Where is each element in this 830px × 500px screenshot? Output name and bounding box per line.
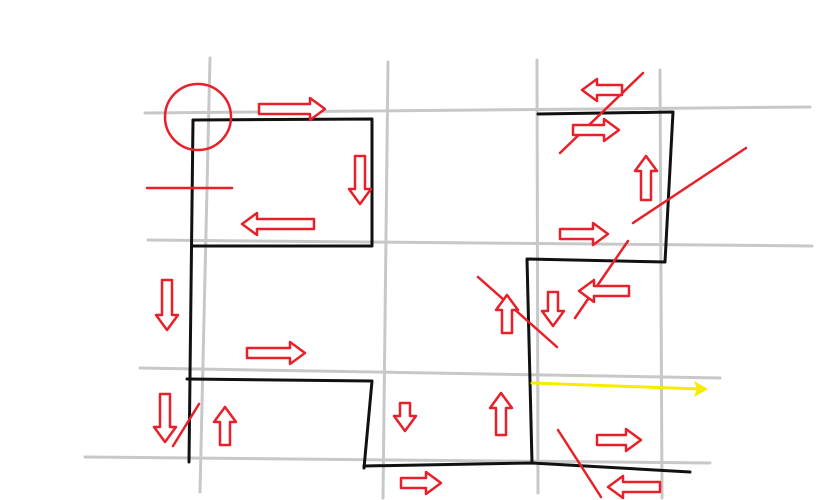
grid-line [83,455,712,465]
arrow-left [240,211,316,237]
arrow-down [540,290,566,328]
annotations [145,71,748,499]
grid-line [143,105,812,115]
arrow-down [347,154,373,206]
arrow-up [494,293,520,335]
grid-line [381,60,390,500]
arrow-right [245,340,307,366]
strike-line [558,71,645,155]
arrow-down [154,278,180,332]
maze-wall [187,118,195,464]
arrow-left [577,278,631,304]
arrow-up [212,405,238,447]
maze-wall [191,117,374,248]
strike-line [556,428,603,499]
goal-arrowhead [694,381,708,397]
arrow-left [580,77,624,103]
arrow-right [595,427,643,453]
maze-wall [525,110,675,465]
arrow-down [152,392,178,444]
grid-line [658,68,664,500]
arrow-left [606,474,662,500]
maze-wall [185,377,374,470]
arrow-right [558,221,610,247]
goal-marker [530,381,708,397]
path-arrows [152,77,662,500]
arrow-right [571,117,621,143]
strike-line [631,146,748,225]
start-circle [163,82,233,152]
maze-wall [362,461,692,474]
grid-line [146,238,814,248]
strike-line [573,239,630,320]
grid-line [535,58,540,495]
goal-line [530,381,702,391]
grid-line [138,366,722,380]
arrow-down [392,401,418,433]
arrow-up [488,391,514,437]
grid-line [198,56,212,494]
strike-line [171,402,201,448]
arrow-right [257,96,327,122]
arrow-right [399,470,443,496]
maze-walls [185,110,692,474]
arrow-up [633,154,659,202]
strike-line [476,275,559,349]
